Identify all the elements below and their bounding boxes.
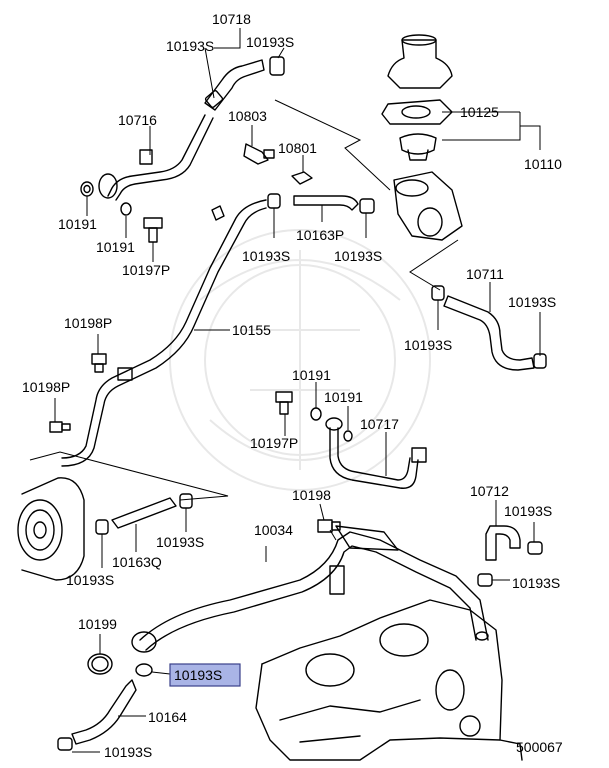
label-10193s-e[interactable]: 10193S (508, 294, 556, 310)
label-10193s-i[interactable]: 10193S (512, 575, 560, 591)
washer-10191-a[interactable] (80, 181, 94, 197)
label-10193s-d[interactable]: 10193S (334, 248, 382, 264)
label-10718[interactable]: 10718 (212, 11, 251, 27)
pipe-10155[interactable] (61, 199, 267, 467)
bolt-10197p-b[interactable] (275, 391, 293, 415)
label-10197p-a[interactable]: 10197P (122, 262, 170, 278)
gasket-10199[interactable] (87, 653, 113, 675)
hose-10163p[interactable] (267, 193, 375, 214)
label-10193s-a[interactable]: 10193S (166, 38, 214, 54)
label-10193s-g[interactable]: 10193S (504, 503, 552, 519)
label-10125[interactable]: 10125 (460, 104, 499, 120)
label-10163p[interactable]: 10163P (296, 227, 344, 243)
oil-cooler[interactable] (17, 477, 85, 581)
diagram-id: 500067 (516, 739, 563, 755)
engine-block (255, 599, 523, 761)
label-10193s-k[interactable]: 10193S (104, 744, 152, 760)
label-10716[interactable]: 10716 (118, 112, 157, 128)
label-10193s-b[interactable]: 10193S (246, 34, 294, 50)
label-10193s-f[interactable]: 10193S (404, 337, 452, 353)
label-10711[interactable]: 10711 (466, 266, 504, 282)
hose-10163q[interactable] (95, 493, 193, 535)
label-10198p-b[interactable]: 10198P (22, 379, 70, 395)
label-10191-b[interactable]: 10191 (96, 239, 135, 255)
highlighted-label-10193s[interactable]: 10193S (169, 663, 241, 687)
clamp-10193s-highlighted[interactable] (135, 663, 153, 677)
label-10193s-c[interactable]: 10193S (242, 248, 290, 264)
sensor-10803[interactable] (243, 143, 275, 165)
label-10199[interactable]: 10199 (78, 616, 117, 632)
label-10034[interactable]: 10034 (254, 522, 293, 538)
hose-10718[interactable] (204, 56, 285, 111)
washer-10191-d[interactable] (343, 430, 353, 442)
label-10197p-b[interactable]: 10197P (250, 435, 298, 451)
watermark-emblem (169, 229, 431, 491)
label-10193s-h[interactable]: 10193S (156, 534, 204, 550)
washer-10191-c[interactable] (310, 407, 322, 421)
pipe-10034[interactable] (131, 525, 489, 653)
label-10191-c[interactable]: 10191 (292, 367, 331, 383)
label-10155[interactable]: 10155 (232, 322, 271, 338)
bolt-10198p-a[interactable] (91, 353, 107, 373)
label-10191-d[interactable]: 10191 (324, 389, 363, 405)
label-10193s-highlight[interactable]: 10193S (174, 667, 222, 683)
label-10163q[interactable]: 10163Q (112, 554, 162, 570)
label-10193s-j[interactable]: 10193S (66, 572, 114, 588)
hose-10164[interactable] (57, 679, 137, 751)
washer-10191-b[interactable] (120, 202, 132, 216)
label-10712[interactable]: 10712 (470, 483, 509, 499)
label-10198p-a[interactable]: 10198P (64, 315, 112, 331)
pipe-10716[interactable] (98, 114, 214, 201)
bolt-10197p-a[interactable] (143, 217, 163, 243)
sensor-10801[interactable] (291, 171, 313, 185)
bolt-10198p-b[interactable] (49, 421, 71, 433)
label-10198[interactable]: 10198 (292, 487, 331, 503)
label-10803[interactable]: 10803 (228, 108, 267, 124)
label-10191-a[interactable]: 10191 (58, 216, 97, 232)
label-10801[interactable]: 10801 (278, 140, 317, 156)
label-10717[interactable]: 10717 (360, 416, 399, 432)
label-10110[interactable]: 10110 (524, 156, 562, 172)
label-10164[interactable]: 10164 (148, 709, 187, 725)
pipe-10717[interactable] (325, 417, 427, 489)
thermostat-housing[interactable] (381, 34, 463, 241)
